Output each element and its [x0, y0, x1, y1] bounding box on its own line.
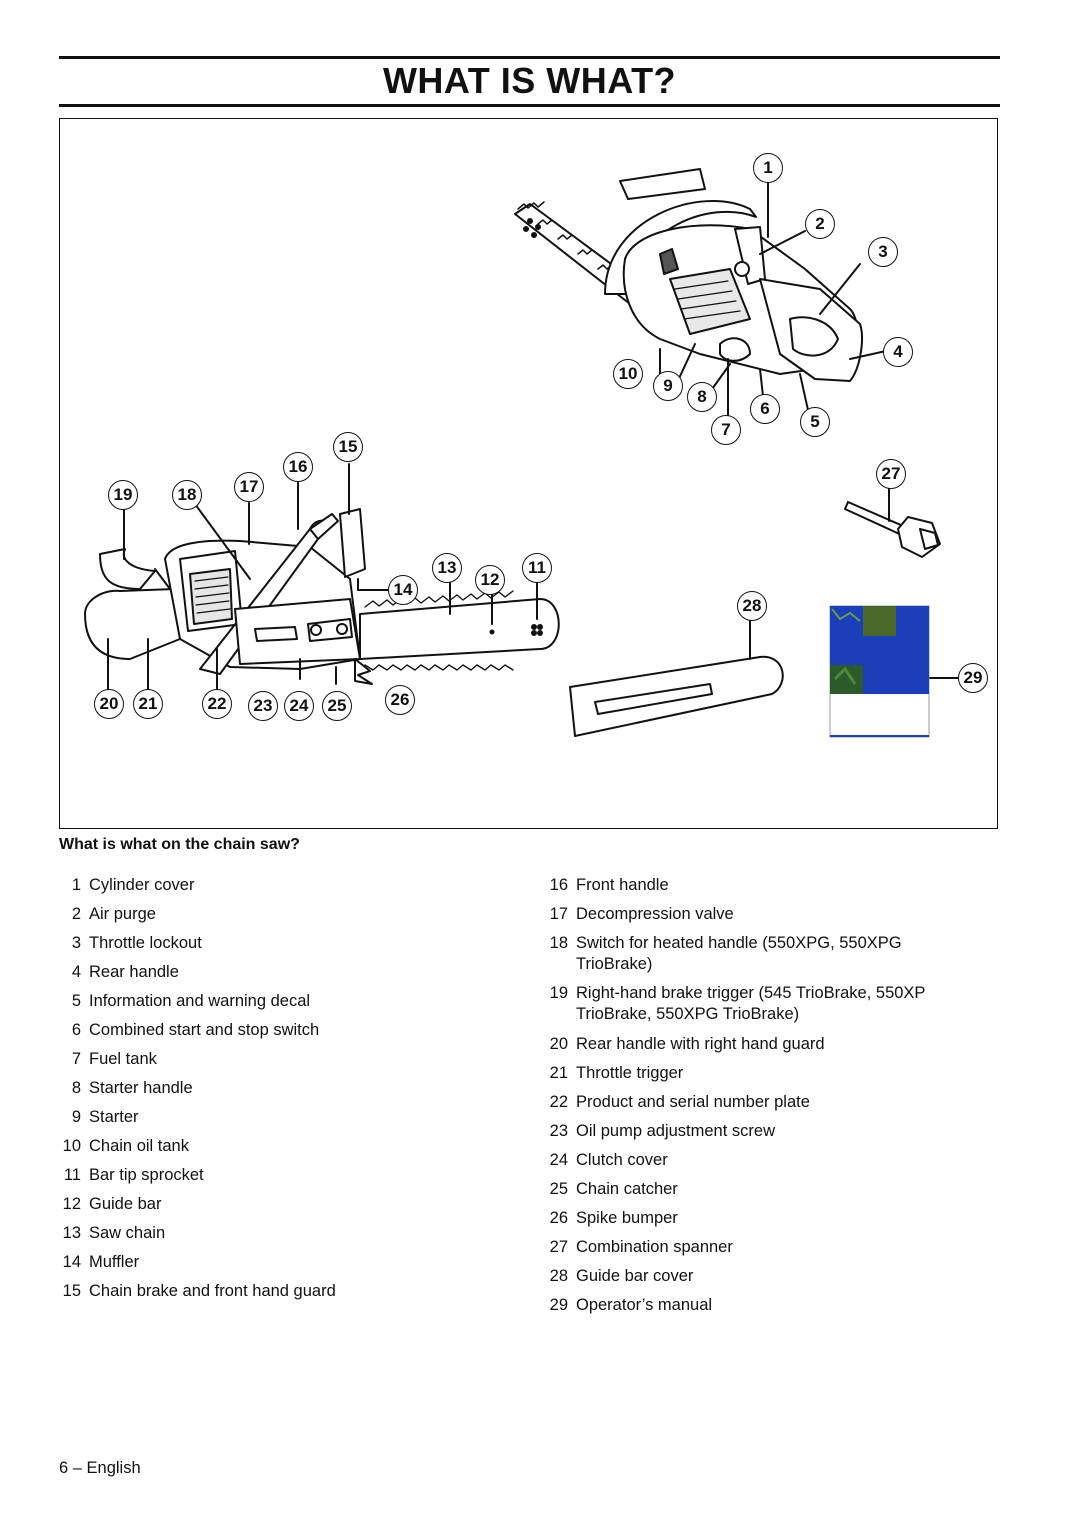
- guide-bar-cover-icon: [569, 618, 784, 737]
- callout-28: 28: [737, 591, 767, 621]
- chainsaw-illustration: 1 2 3 4 5 6 7 8 9 10 11 12 13 14 15 16 1…: [59, 118, 998, 829]
- callout-25: 25: [322, 691, 352, 721]
- callout-21: 21: [133, 689, 163, 719]
- callout-24: 24: [284, 691, 314, 721]
- callout-19: 19: [108, 480, 138, 510]
- callout-16: 16: [283, 452, 313, 482]
- callout-5: 5: [800, 407, 830, 437]
- callout-1: 1: [753, 153, 783, 183]
- callout-18: 18: [172, 480, 202, 510]
- callout-12: 12: [475, 565, 505, 595]
- combination-spanner-icon: [844, 484, 941, 558]
- callout-9: 9: [653, 371, 683, 401]
- callout-13: 13: [432, 553, 462, 583]
- callout-3: 3: [868, 237, 898, 267]
- page-footer: 6 – English: [59, 1459, 141, 1477]
- side-chainsaw-icon: [84, 463, 560, 690]
- callout-17: 17: [234, 472, 264, 502]
- callout-2: 2: [805, 209, 835, 239]
- callout-6: 6: [750, 394, 780, 424]
- callout-8: 8: [687, 382, 717, 412]
- top-chainsaw-icon: [514, 168, 887, 425]
- callout-23: 23: [248, 691, 278, 721]
- callout-29: 29: [958, 663, 988, 693]
- callout-22: 22: [202, 689, 232, 719]
- header-rule-bottom: [59, 104, 1000, 107]
- callout-4: 4: [883, 337, 913, 367]
- callout-10: 10: [613, 359, 643, 389]
- callout-27: 27: [876, 459, 906, 489]
- page-title: WHAT IS WHAT?: [382, 60, 677, 101]
- callout-7: 7: [711, 415, 741, 445]
- callout-20: 20: [94, 689, 124, 719]
- header-rule-top: [59, 56, 1000, 59]
- callout-11: 11: [522, 553, 552, 583]
- callout-15: 15: [333, 432, 363, 462]
- section-heading: What is what on the chain saw?: [59, 836, 300, 853]
- chainsaw-drawing: [84, 168, 959, 738]
- operators-manual-icon: [829, 605, 930, 738]
- callout-14: 14: [388, 575, 418, 605]
- callout-26: 26: [385, 685, 415, 715]
